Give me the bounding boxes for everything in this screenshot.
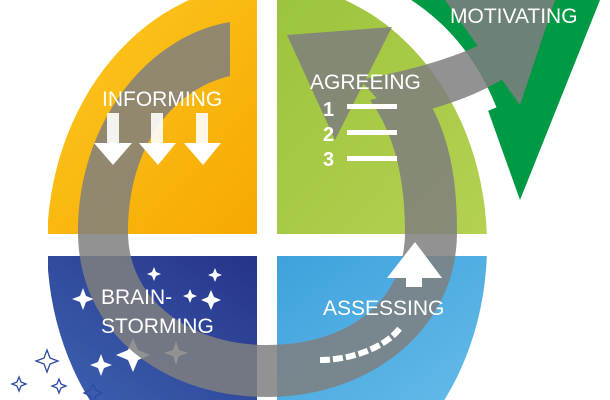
brainstorming-label-line2: STORMING <box>101 315 214 338</box>
outline-sparkle-icons <box>10 348 104 400</box>
progress-dashes <box>319 326 403 363</box>
list-number: 1 <box>323 99 334 121</box>
agreeing-label: AGREEING <box>310 71 421 94</box>
motivating-label: MOTIVATING <box>450 5 578 28</box>
motivating-segment <box>398 0 600 200</box>
down-arrows-icon <box>94 113 221 165</box>
numbered-list-icon: 1 2 3 <box>323 99 397 171</box>
informing-label: INFORMING <box>102 88 222 111</box>
list-number: 3 <box>323 149 334 171</box>
up-arrow-icon <box>387 242 442 287</box>
assessing-label: ASSESSING <box>323 297 444 320</box>
list-number: 2 <box>323 124 334 146</box>
brainstorming-label-line1: BRAIN- <box>101 286 172 309</box>
cycle-arrow <box>78 0 555 397</box>
